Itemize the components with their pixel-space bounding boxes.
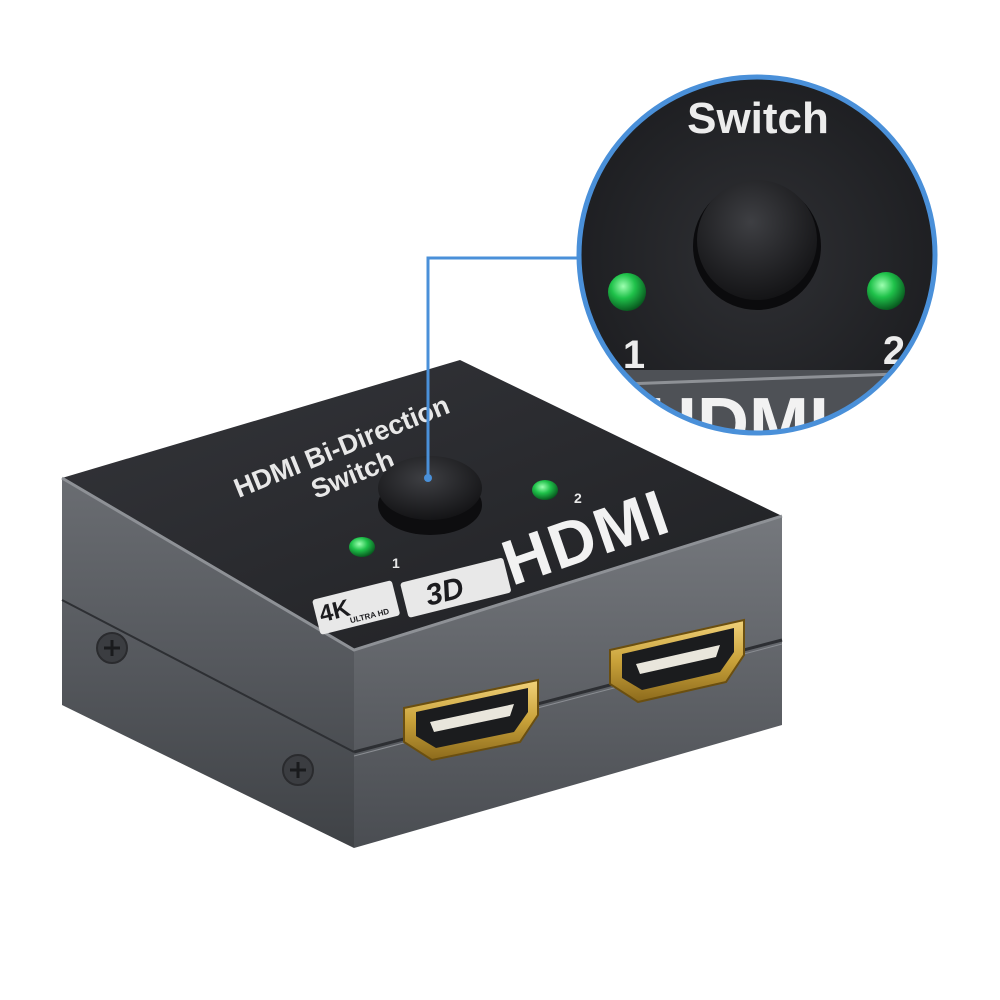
callout-magnifier: HDMI Switch 1 2 bbox=[576, 74, 938, 464]
callout-leader-line bbox=[426, 256, 580, 478]
callout-title: Switch bbox=[687, 94, 829, 143]
callout-led-2 bbox=[867, 272, 905, 310]
callout-ring bbox=[576, 74, 938, 436]
callout-led-1-label: 1 bbox=[623, 333, 645, 377]
badge-3d bbox=[400, 557, 511, 618]
screw-icon bbox=[96, 632, 128, 664]
hdmi-port-2 bbox=[609, 618, 745, 704]
badge-4k bbox=[312, 580, 400, 635]
led-2-label: 2 bbox=[574, 490, 582, 506]
callout-partial-brand: HDMI bbox=[645, 384, 829, 464]
led-indicator-2 bbox=[532, 480, 558, 500]
led-1-label: 1 bbox=[392, 555, 400, 571]
switch-button[interactable] bbox=[378, 456, 482, 535]
callout-switch-button bbox=[693, 180, 821, 310]
callout-led-1 bbox=[608, 273, 646, 311]
hdmi-port-1 bbox=[403, 678, 539, 762]
screw-icon bbox=[282, 754, 314, 786]
led-indicator-1 bbox=[349, 537, 375, 557]
